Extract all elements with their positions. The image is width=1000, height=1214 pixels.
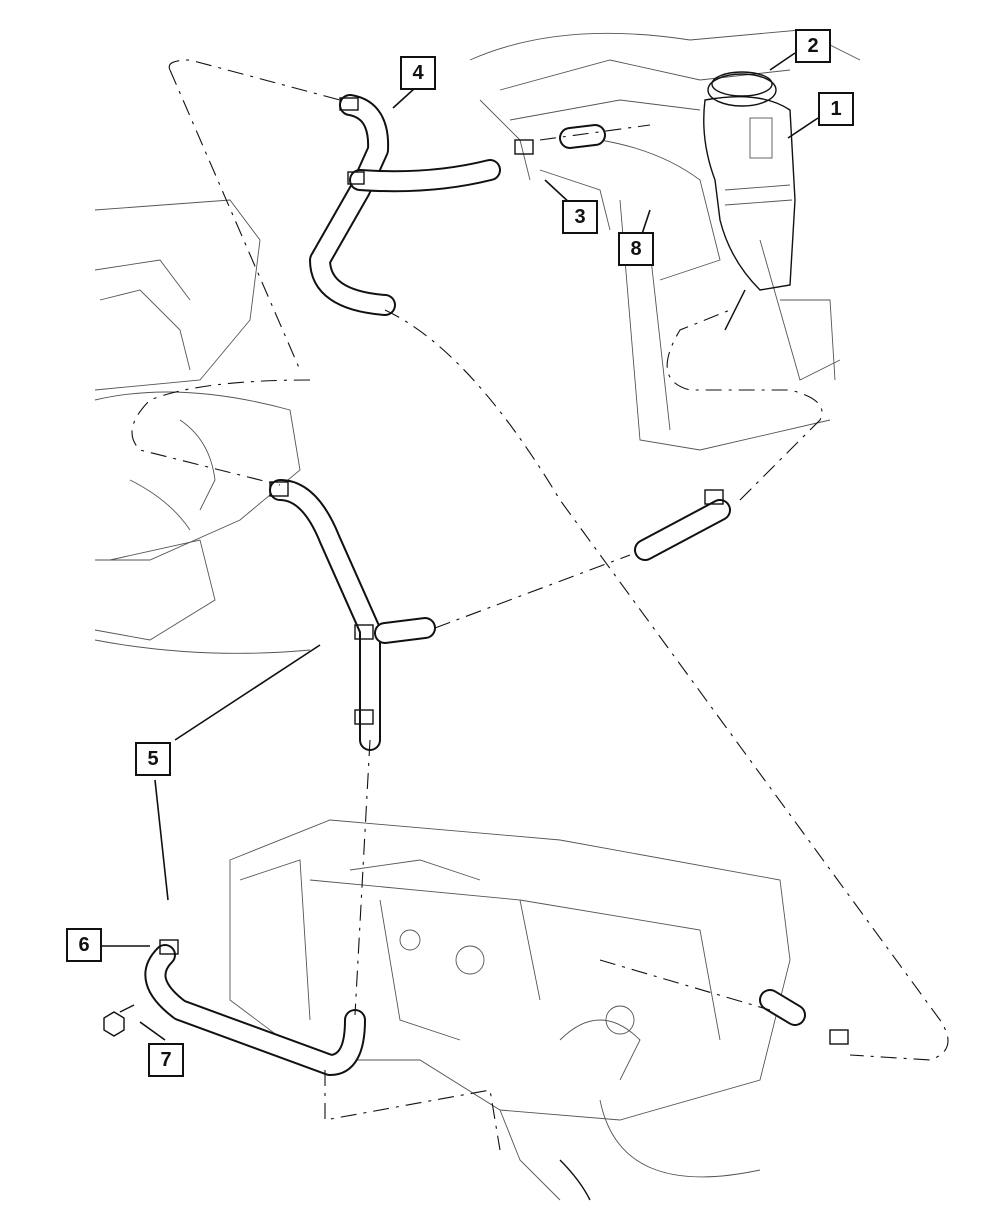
engine-hose-right [759, 989, 806, 1026]
bypass-hose-6 [144, 944, 366, 1076]
callout-4: 4 [400, 56, 436, 90]
callout-7: 7 [148, 1043, 184, 1077]
short-hose-3 [349, 124, 606, 193]
reservoir-hose [634, 499, 731, 561]
bolt [103, 1004, 135, 1037]
left-body-sketch [94, 199, 311, 654]
callout-8: 8 [618, 232, 654, 266]
routing-lines [131, 59, 949, 1151]
hose-clamps [159, 97, 849, 1045]
engine-bay-top-sketch [469, 29, 861, 451]
callout-2: 2 [795, 29, 831, 63]
lower-heater-hose [269, 479, 436, 751]
callout-5: 5 [135, 742, 171, 776]
upper-heater-hose [309, 94, 396, 316]
callout-3: 3 [562, 200, 598, 234]
leader-lines [100, 52, 819, 1041]
callout-6: 6 [66, 928, 102, 962]
engine-sketch [229, 819, 791, 1201]
coolant-reservoir [703, 71, 796, 331]
callout-1: 1 [818, 92, 854, 126]
